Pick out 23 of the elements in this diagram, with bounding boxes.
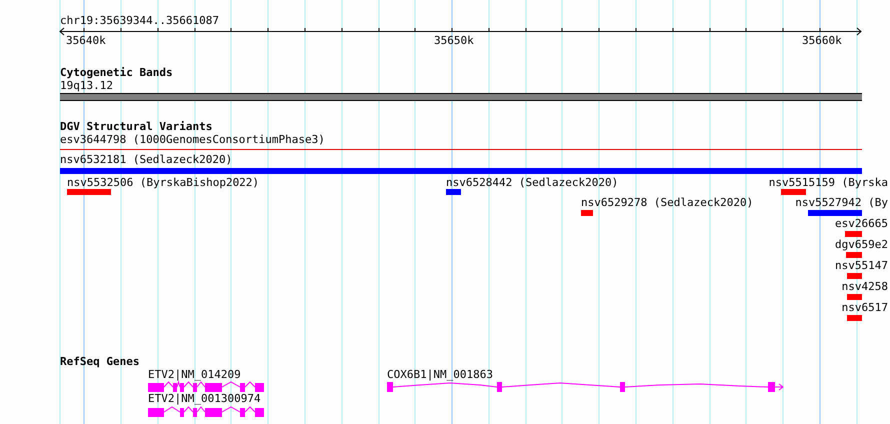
- gene-label: ETV2|NM_014209: [148, 369, 241, 381]
- tick-label: 35660k: [802, 35, 842, 47]
- variant-label: nsv5515159 (Byrska: [768, 177, 888, 189]
- variant-label: dgv659e2: [835, 239, 888, 251]
- variant-label: nsv55147: [835, 260, 888, 272]
- gene-label: COX6B1|NM_001863: [387, 369, 493, 381]
- track-title: Cytogenetic Bands: [60, 67, 173, 79]
- tick-label: 35640k: [66, 35, 106, 47]
- variant-label: nsv5532506 (ByrskaBishop2022): [67, 177, 260, 189]
- variant-label: nsv6529278 (Sedlazeck2020): [581, 197, 754, 209]
- band-label: 19q13.12: [60, 80, 113, 92]
- variant-label: nsv6517: [842, 302, 888, 314]
- gene-label: ETV2|NM_001300974: [148, 393, 261, 405]
- variant-label: nsv6532181 (Sedlazeck2020): [60, 154, 232, 166]
- variant-label: esv26665: [835, 218, 888, 230]
- track-title: DGV Structural Variants: [60, 121, 212, 133]
- tick-label: 35650k: [434, 35, 474, 47]
- variant-label: esv3644798 (1000GenomesConsortiumPhase3): [60, 134, 325, 146]
- variant-label: nsv6528442 (Sedlazeck2020): [446, 177, 618, 189]
- location-label: chr19:35639344..35661087: [60, 15, 219, 27]
- track-title: RefSeq Genes: [60, 356, 140, 368]
- variant-label: nsv4258: [842, 281, 888, 293]
- variant-label: nsv5527942 (By: [795, 197, 888, 209]
